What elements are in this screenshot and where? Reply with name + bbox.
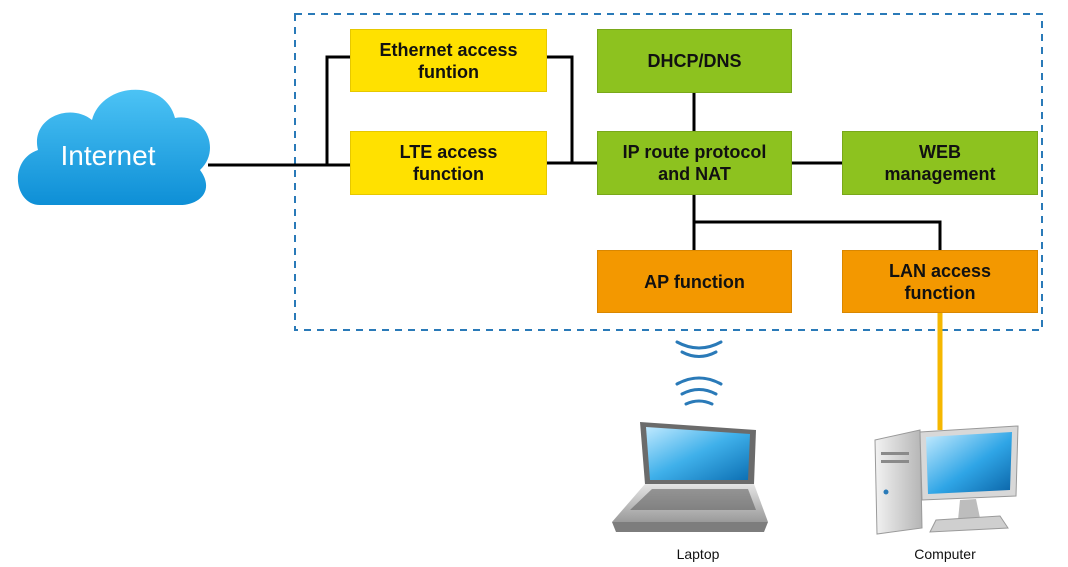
lan-access-line2: function <box>904 282 976 303</box>
ip-route-nat-block: IP route protocol and NAT <box>597 131 792 195</box>
lan-access-block: LAN access function <box>842 250 1038 313</box>
ip-route-line2: and NAT <box>658 164 731 184</box>
wifi-icon <box>675 340 723 406</box>
ethernet-access-line2: funtion <box>418 61 479 82</box>
dhcp-dns-label: DHCP/DNS <box>647 51 742 71</box>
web-management-block: WEB management <box>842 131 1038 195</box>
lan-access-line1: LAN access <box>888 260 992 281</box>
ip-route-line1: IP route protocol <box>622 142 767 162</box>
cloud-icon <box>17 89 210 205</box>
computer-label: Computer <box>914 546 976 562</box>
link-ethernet-iproute <box>547 55 597 165</box>
web-management-line2: management <box>884 164 996 184</box>
dhcp-dns-block: DHCP/DNS <box>597 29 792 93</box>
lte-access-line1: LTE access <box>399 142 498 162</box>
link-ethernet-branch <box>325 55 350 165</box>
lte-access-block: LTE access function <box>350 131 547 195</box>
ethernet-access-block: Ethernet access funtion <box>350 29 547 92</box>
laptop-icon <box>612 422 768 532</box>
laptop-label: Laptop <box>676 546 720 562</box>
connection-lines <box>208 55 942 250</box>
computer-icon <box>874 425 1019 535</box>
link-lan-branch <box>694 220 942 250</box>
internet-label: Internet <box>60 140 156 171</box>
ap-function-label: AP function <box>644 271 745 292</box>
web-management-line1: WEB <box>918 142 961 162</box>
ethernet-access-line1: Ethernet access <box>379 39 518 60</box>
lte-access-line2: function <box>413 164 484 184</box>
system-boundary <box>294 13 1043 331</box>
ap-function-block: AP function <box>597 250 792 313</box>
